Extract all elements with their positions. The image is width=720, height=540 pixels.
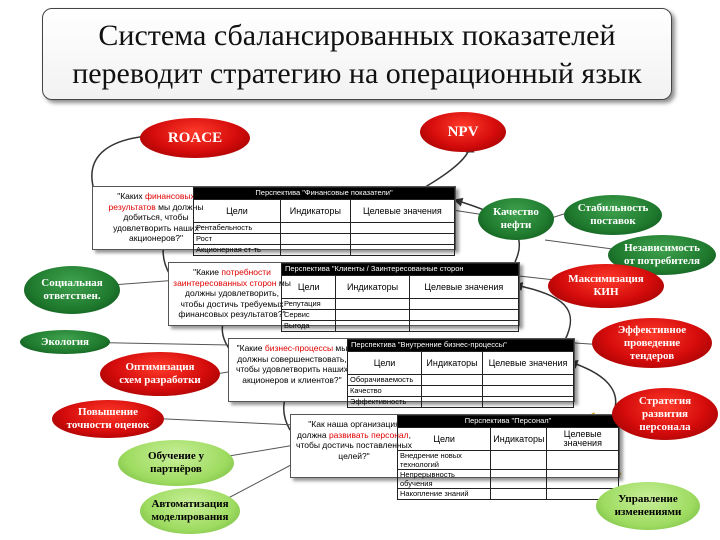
financial-question: "Каких финансовых результатов мы должны … bbox=[97, 191, 215, 244]
processes-header: Перспектива "Внутренние бизнес-процессы" bbox=[347, 339, 574, 352]
title-box: Система сбалансированных показателей пер… bbox=[42, 8, 672, 100]
arrow-processes-up bbox=[513, 282, 572, 341]
ecology-oval: Экология bbox=[20, 330, 110, 354]
change-oval: Управление изменениями bbox=[596, 482, 700, 530]
table-row: Накопление знаний bbox=[396, 488, 492, 500]
table-row: Внедрение новых технологий bbox=[396, 450, 492, 470]
maximization-oval: Максимизация КИН bbox=[548, 264, 664, 308]
oil-quality-oval: Качество нефти bbox=[478, 198, 554, 240]
processes-question: "Какие бизнес-процессы мы должны соверше… bbox=[233, 343, 351, 385]
processes-table: Перспектива "Внутренние бизнес-процессы"… bbox=[346, 339, 575, 408]
table-row: Оборачиваемость bbox=[346, 374, 423, 386]
question-text: мы должны совершенствовать, чтобы удовле… bbox=[235, 343, 349, 385]
col-targets: Целевые значения bbox=[408, 275, 520, 299]
question-text: "Какие bbox=[236, 343, 265, 353]
col-targets: Целевые значения bbox=[546, 427, 619, 451]
roace-oval: ROACE bbox=[140, 118, 250, 158]
personnel-perspective: "Как наша организация должна развивать п… bbox=[290, 414, 620, 500]
table-row: Репутация bbox=[280, 298, 337, 310]
question-highlight: бизнес-процессы bbox=[264, 343, 334, 353]
col-goals: Цели bbox=[193, 199, 281, 223]
question-highlight: потребности заинтересованных сторон bbox=[173, 267, 277, 288]
customers-question: "Какие потребности заинтересованных стор… bbox=[173, 267, 291, 320]
strategy-oval: Стратегия развития персонала bbox=[612, 388, 718, 440]
col-indicators: Индикаторы bbox=[421, 351, 483, 375]
col-indicators: Индикаторы bbox=[490, 427, 548, 451]
customers-table: Перспектива "Клиенты / Заинтересованные … bbox=[280, 263, 520, 332]
question-text: "Каких bbox=[117, 191, 145, 201]
question-text: "Какие bbox=[193, 267, 222, 277]
table-row: Акционерная ст-ть bbox=[193, 244, 281, 256]
question-text: мы должны добиться, чтобы удовлетворить … bbox=[113, 201, 204, 244]
supply-stability-oval: Стабильность поставок bbox=[564, 195, 662, 235]
financial-perspective: "Каких финансовых результатов мы должны … bbox=[92, 186, 456, 256]
table-row: Выгода bbox=[280, 320, 337, 332]
table-row: Непрерывность обучения bbox=[396, 469, 492, 489]
training-oval: Обучение у партнёров bbox=[118, 440, 234, 486]
automation-oval: Автоматизация моделирования bbox=[140, 488, 240, 534]
social-oval: Социальная ответствен. bbox=[24, 266, 120, 314]
question-highlight: развивать персонал bbox=[328, 429, 409, 440]
customers-header: Перспектива "Клиенты / Заинтересованные … bbox=[281, 263, 519, 276]
arrow-personnel-up bbox=[568, 360, 617, 421]
customers-perspective: "Какие потребности заинтересованных стор… bbox=[168, 262, 520, 332]
table-row: Качество bbox=[346, 385, 423, 397]
table-row: Эффективность bbox=[346, 396, 423, 408]
optimization-oval: Оптимизация схем разработки bbox=[100, 352, 220, 396]
title-line-1: Система сбалансированных показателей bbox=[98, 19, 616, 52]
processes-perspective: "Какие бизнес-процессы мы должны соверше… bbox=[228, 338, 575, 408]
financial-header: Перспектива "Финансовые показатели" bbox=[193, 187, 455, 200]
personnel-table: Перспектива "Персонал" Цели Индикаторы Ц… bbox=[396, 415, 619, 500]
col-targets: Целевые значения bbox=[349, 199, 456, 223]
col-goals: Цели bbox=[346, 351, 423, 375]
col-goals: Цели bbox=[396, 427, 492, 451]
effective-tenders-oval: Эффективное проведение тендеров bbox=[592, 318, 712, 368]
table-row: Сервис bbox=[280, 309, 337, 321]
financial-table: Перспектива "Финансовые показатели" Цели… bbox=[193, 187, 456, 256]
col-goals: Цели bbox=[280, 275, 337, 299]
col-targets: Целевые значения bbox=[481, 351, 575, 375]
table-row: Рентабельность bbox=[193, 222, 281, 234]
npv-oval: NPV bbox=[420, 112, 506, 152]
col-indicators: Индикаторы bbox=[335, 275, 410, 299]
question-text: "Как наша организация должна bbox=[297, 419, 400, 440]
col-indicators: Индикаторы bbox=[279, 199, 351, 223]
question-highlight: финансовых результатов bbox=[108, 191, 195, 212]
title-line-2: переводит стратегию на операционный язык bbox=[72, 57, 642, 90]
personnel-header: Перспектива "Персонал" bbox=[397, 415, 619, 428]
table-row: Рост bbox=[193, 233, 281, 245]
personnel-question: "Как наша организация должна развивать п… bbox=[295, 419, 413, 461]
accuracy-oval: Повышение точности оценок bbox=[52, 400, 164, 438]
